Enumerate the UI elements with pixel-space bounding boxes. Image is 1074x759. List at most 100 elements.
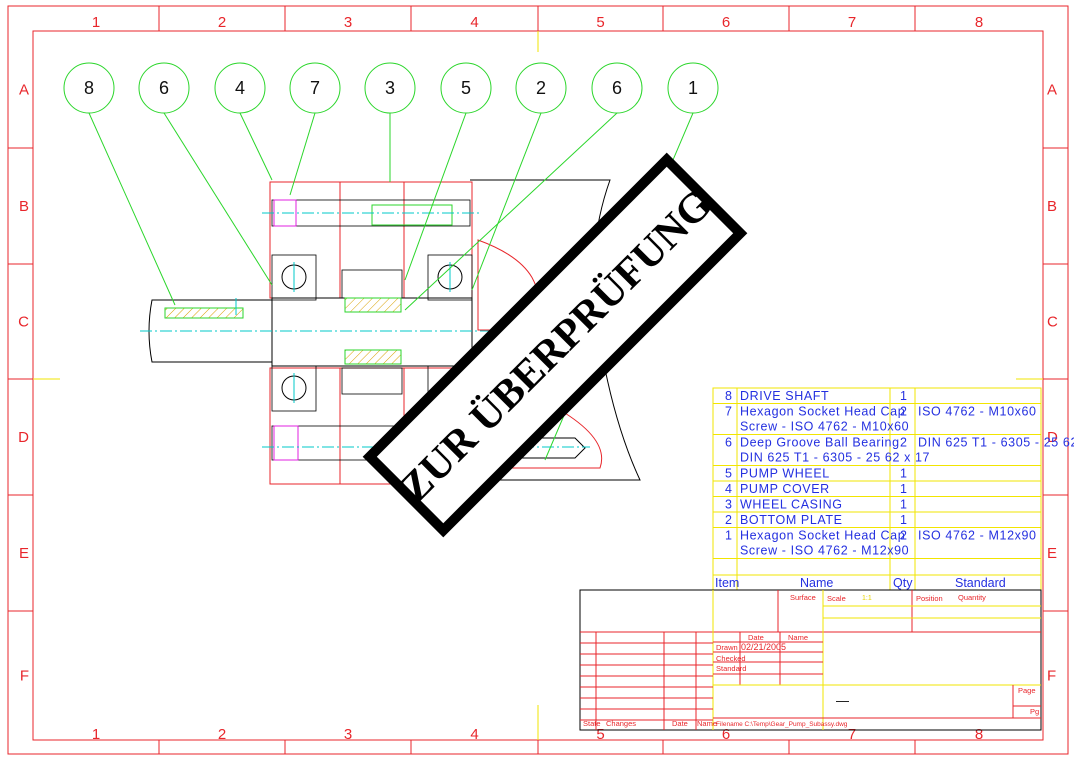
tb-drawn-date: 02/21/2005 [741,642,786,652]
tb-name-label: Name [697,719,717,728]
balloon-4: 4 [214,62,266,114]
row-label-left-D: D [18,429,29,446]
tb-page-label: Page [1018,686,1036,695]
bom-item: 4 [725,482,733,496]
column-label-bottom-8: 8 [975,726,983,743]
bom-name: Screw - ISO 4762 - M12x90 [740,544,909,558]
balloon-8: 8 [63,62,115,114]
row-label-right-B: B [1047,198,1057,215]
balloon-number: 4 [235,78,245,98]
bom-name: Hexagon Socket Head Cap [740,405,905,419]
bom-qty: 2 [900,436,908,450]
bom-qty: 1 [900,513,908,527]
balloon-7: 7 [289,62,341,114]
bom-name: DRIVE SHAFT [740,389,829,403]
balloon-1: 1 [667,62,719,114]
column-label-bottom-3: 3 [344,726,352,743]
bom-qty: 1 [900,482,908,496]
row-label-left-E: E [19,545,29,562]
tb-scale-label: Scale [827,594,846,603]
bom-qty: 1 [900,467,908,481]
row-label-left-C: C [18,314,29,331]
balloon-5: 5 [440,62,492,114]
review-stamp: ZUR ÜBERPRÜFUNG [362,152,748,538]
row-label-right-E: E [1047,545,1057,562]
column-label-bottom-4: 4 [470,726,478,743]
balloon-number: 1 [688,78,698,98]
tb-position-label: Position [916,594,943,603]
tb-filename: Filename C:\Temp\Gear_Pump_Subassy.dwg [716,721,848,728]
row-label-right-D: D [1047,429,1058,446]
balloon-number: 2 [536,78,546,98]
row-label-right-F: F [1047,668,1056,685]
bom-name: PUMP WHEEL [740,467,830,481]
bom-row: 4 PUMP COVER 1 [725,482,908,496]
column-label-top-3: 3 [344,14,352,31]
item-balloons: 8 6 4 7 3 5 2 6 1 [63,62,719,114]
zone-grid [8,6,1068,754]
balloon-6: 6 [591,62,643,114]
bom-name: WHEEL CASING [740,498,843,512]
column-label-top-1: 1 [92,14,100,31]
balloon-number: 6 [612,78,622,98]
bom-item: 7 [725,405,733,419]
bom-name: BOTTOM PLATE [740,513,843,527]
bom-header-qty: Qty [893,576,913,590]
bom-name: Screw - ISO 4762 - M10x60 [740,420,909,434]
tb-quantity-label: Quantity [958,593,986,602]
tb-state-label: State [583,719,601,728]
tb-pg-label: Pg [1030,707,1039,716]
tb-scale-value: 1:1 [862,595,872,602]
bom-header-name: Name [800,576,833,590]
column-label-bottom-7: 7 [848,726,856,743]
column-label-bottom-2: 2 [218,726,226,743]
bom-qty: 2 [900,529,908,543]
tb-changes-label: Changes [606,719,636,728]
column-label-top-7: 7 [848,14,856,31]
bom-item: 1 [725,529,733,543]
balloon-number: 5 [461,78,471,98]
bom-row: 2 BOTTOM PLATE 1 [725,513,908,527]
tb-drawn-label: Drawn [716,643,738,652]
balloon-number: 3 [385,78,395,98]
balloon-3: 3 [364,62,416,114]
column-label-top-8: 8 [975,14,983,31]
bom-item: 2 [725,513,733,527]
balloon-6: 6 [138,62,190,114]
balloon-number: 7 [310,78,320,98]
column-label-bottom-5: 5 [596,726,604,743]
bom-name: DIN 625 T1 - 6305 - 25 62 x 17 [740,451,930,465]
column-label-top-4: 4 [470,14,478,31]
bom-name: Hexagon Socket Head Cap [740,529,905,543]
column-label-bottom-6: 6 [722,726,730,743]
column-label-top-6: 6 [722,14,730,31]
row-label-right-C: C [1047,314,1058,331]
column-label-bottom-1: 1 [92,726,100,743]
row-label-left-B: B [19,198,29,215]
bom-item: 8 [725,389,733,403]
bom-row: 5 PUMP WHEEL 1 [725,467,908,481]
bom-item: 3 [725,498,733,512]
row-label-left-A: A [19,82,29,99]
balloon-number: 8 [84,78,94,98]
bom-name: Deep Groove Ball Bearing [740,436,900,450]
bom-standard: ISO 4762 - M10x60 [918,405,1037,419]
column-label-top-2: 2 [218,14,226,31]
tb-name-header: Name [788,633,808,642]
bom-header-standard: Standard [955,576,1006,590]
bom-name: PUMP COVER [740,482,830,496]
bom-qty: 1 [900,389,908,403]
bom-item: 6 [725,436,733,450]
bom-item: 5 [725,467,733,481]
balloon-2: 2 [515,62,567,114]
bom-header-item: Item [715,576,739,590]
tb-date-label: Date [672,719,688,728]
row-label-left-F: F [20,668,29,685]
